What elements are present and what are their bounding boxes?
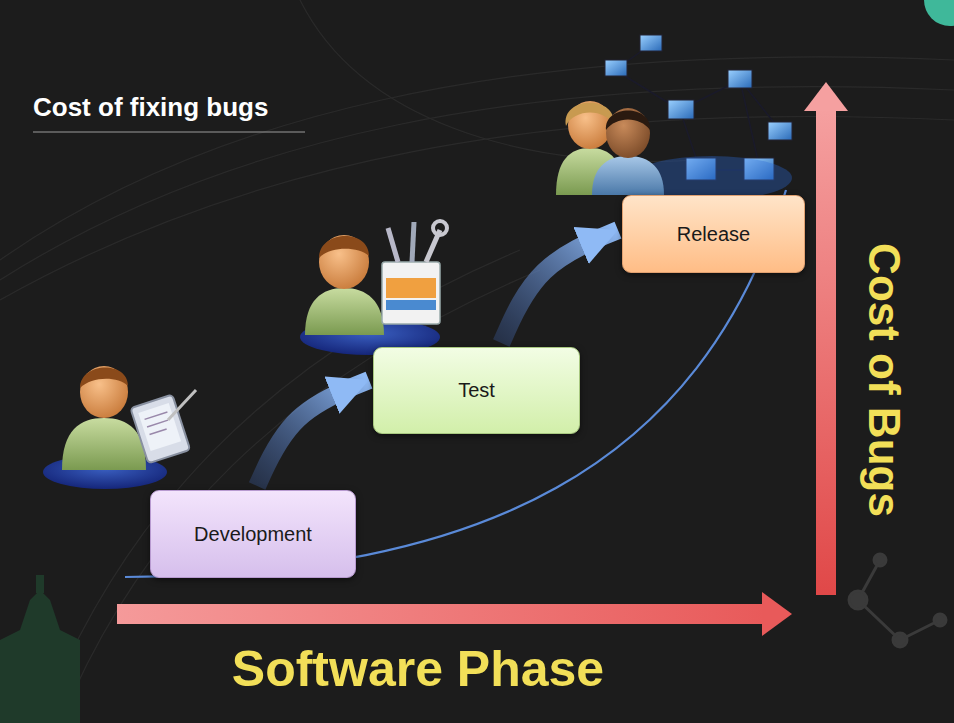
diagram-title: Cost of fixing bugs <box>33 92 268 123</box>
users-icon <box>556 101 664 195</box>
cost-axis-arrow <box>804 82 848 595</box>
box-label: Release <box>677 223 750 246</box>
box-label: Development <box>194 523 312 546</box>
box-label: Test <box>458 379 495 402</box>
flow-arrow <box>501 230 618 343</box>
y-axis-label: Cost of Bugs <box>859 243 909 517</box>
flow-arrow <box>257 380 369 486</box>
phase-axis-arrow <box>117 592 792 636</box>
corner-dot <box>924 0 954 26</box>
developer-icon <box>43 366 196 489</box>
building-silhouette <box>0 575 80 723</box>
molecule-decoration <box>849 554 946 647</box>
title-underline <box>33 131 305 132</box>
x-axis-label: Software Phase <box>232 640 604 698</box>
process-box: Development <box>150 490 356 578</box>
process-box: Release <box>622 195 805 273</box>
process-box: Test <box>373 347 580 434</box>
tester-icon <box>300 221 447 355</box>
